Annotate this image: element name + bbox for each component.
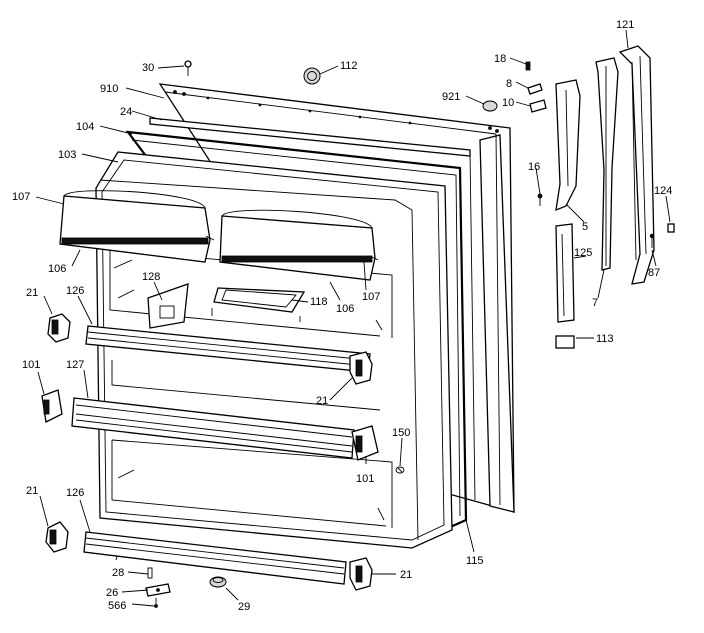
label-21-lower-left: 21 (26, 485, 38, 497)
screw-566 (154, 598, 158, 608)
label-21-upper-left: 21 (26, 287, 38, 299)
dairy-compartment-left (59, 190, 215, 263)
handle-rail-121 (618, 45, 655, 285)
cover-128 (147, 283, 189, 329)
part-labels: 30 112 910 24 104 103 107 106 21 126 128… (12, 19, 672, 613)
panel-holes (206, 96, 412, 125)
clip-21-upper-left (47, 313, 71, 343)
shelf-bar-middle (71, 397, 355, 459)
label-18: 18 (494, 53, 506, 65)
label-8: 8 (506, 78, 512, 90)
label-5: 5 (582, 221, 588, 233)
label-26: 26 (106, 587, 118, 599)
cam-101-right (351, 425, 379, 461)
label-87: 87 (648, 267, 660, 279)
screw-87 (649, 233, 655, 248)
label-16: 16 (528, 161, 540, 173)
shim-10 (529, 99, 547, 113)
label-121: 121 (616, 19, 634, 31)
shelf-bar-lower (83, 531, 347, 585)
label-921: 921 (442, 91, 460, 103)
cap-113 (555, 335, 575, 349)
label-127: 127 (66, 359, 84, 371)
label-106-right: 106 (336, 303, 354, 315)
label-150: 150 (392, 427, 410, 439)
shim-8 (527, 83, 543, 95)
clip-21-lower-right (349, 557, 373, 591)
label-112: 112 (340, 60, 358, 72)
label-107-right: 107 (362, 291, 380, 303)
clip-21-lower-left (45, 521, 69, 553)
screw-150 (395, 466, 405, 474)
plug-921 (482, 100, 498, 112)
screw-28 (147, 567, 153, 579)
label-106-left: 106 (48, 263, 66, 275)
handle-strip-125 (555, 223, 575, 323)
label-28: 28 (112, 567, 124, 579)
plug-112 (303, 67, 321, 85)
plug-124 (667, 223, 675, 233)
label-125: 125 (574, 247, 592, 259)
label-7: 7 (592, 297, 598, 309)
label-21-lower-right: 21 (400, 569, 412, 581)
label-126-lower: 126 (66, 487, 84, 499)
hinge-pin-26 (145, 583, 171, 597)
label-566: 566 (108, 600, 126, 612)
label-21-mid-right: 21 (316, 395, 328, 407)
label-124: 124 (654, 185, 672, 197)
plug-29 (209, 576, 227, 588)
label-101-left: 101 (22, 359, 40, 371)
handle-rail-7 (595, 57, 619, 271)
screw-16 (537, 193, 543, 206)
label-113: 113 (596, 333, 614, 345)
hinge-bracket-5 (555, 79, 581, 212)
label-30: 30 (142, 62, 154, 74)
label-103: 103 (58, 149, 76, 161)
label-910: 910 (100, 83, 118, 95)
label-101-right: 101 (356, 473, 374, 485)
screw-18 (525, 61, 531, 71)
label-10: 10 (502, 97, 514, 109)
screw-30 (184, 60, 192, 76)
cam-101-left (41, 389, 63, 423)
label-104: 104 (76, 121, 94, 133)
label-107-left: 107 (12, 191, 30, 203)
label-128: 128 (142, 271, 160, 283)
leader-lines (35, 29, 671, 607)
label-115: 115 (466, 555, 484, 567)
butter-tray (211, 287, 306, 322)
label-24: 24 (120, 106, 132, 118)
dairy-compartment-right (219, 209, 379, 281)
label-126-upper: 126 (66, 285, 84, 297)
clip-21-mid-right (349, 351, 373, 385)
label-118: 118 (310, 296, 328, 308)
label-29: 29 (238, 601, 250, 613)
